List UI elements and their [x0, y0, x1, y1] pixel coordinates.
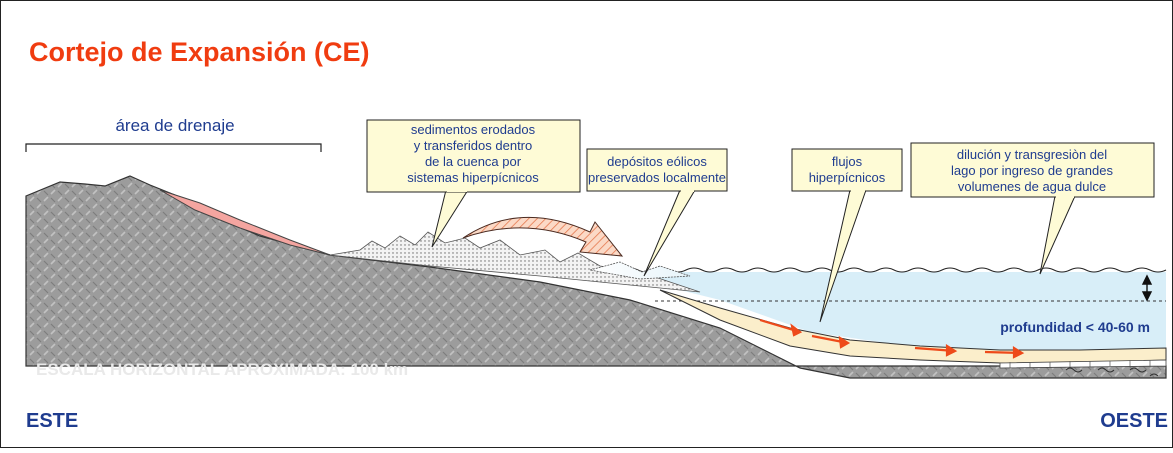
basin-floor-ticks [1009, 360, 1151, 368]
callout-eolian: depósitos eólicos preservados localmente [586, 148, 728, 277]
lake-water [560, 272, 1166, 351]
callout-eolian-line-1: depósitos eólicos [607, 154, 707, 169]
depth-increase-arrow [1141, 274, 1153, 302]
water-surface [589, 267, 1167, 273]
sediment-transfer-arrow [462, 216, 624, 257]
hyperpycnal-flow-arrows [759, 318, 1025, 359]
callout-flows: flujos hiperpícnicos [791, 148, 903, 323]
horizontal-scale-label: ESCALA HORIZONTAL APROXIMADA: 100 km [36, 360, 408, 379]
freshwater-tilde-marks [1065, 367, 1159, 377]
callout-sediments: sedimentos erodados y transferidos dentr… [366, 119, 581, 248]
drainage-area-label: área de drenaje [115, 116, 234, 135]
callout-sediments-line-4: sistemas hiperpícnicos [407, 170, 539, 185]
diagram-title: Cortejo de Expansión (CE) [29, 37, 370, 67]
callout-sediments-line-2: y transferidos dentro [414, 138, 533, 153]
callout-flows-line-1: flujos [832, 154, 863, 169]
hyperpycnal-turbidite-layer [659, 289, 1167, 364]
direction-east-label: ESTE [26, 410, 78, 432]
hyperpycnal-sediments [329, 231, 701, 293]
eolian-deposits [589, 261, 691, 280]
callout-eolian-line-2: preservados localmente [588, 170, 726, 185]
callout-sediments-line-3: de la cuenca por [425, 154, 522, 169]
callout-flows-line-2: hiperpícnicos [809, 170, 886, 185]
callout-dilution: dilución y transgresiòn del lago por ing… [910, 142, 1155, 275]
callout-dilution-line-3: volumenes de agua dulce [958, 179, 1106, 194]
callout-dilution-line-1: dilución y transgresiòn del [957, 147, 1107, 162]
direction-west-label: OESTE [1100, 410, 1168, 432]
callout-dilution-line-2: lago por ingreso de grandes [951, 163, 1113, 178]
depth-label: profundidad < 40-60 m [1000, 319, 1150, 335]
basin-floor-layer [999, 359, 1167, 369]
callout-sediments-line-1: sedimentos erodados [411, 122, 536, 137]
drainage-area-bracket [25, 143, 322, 152]
